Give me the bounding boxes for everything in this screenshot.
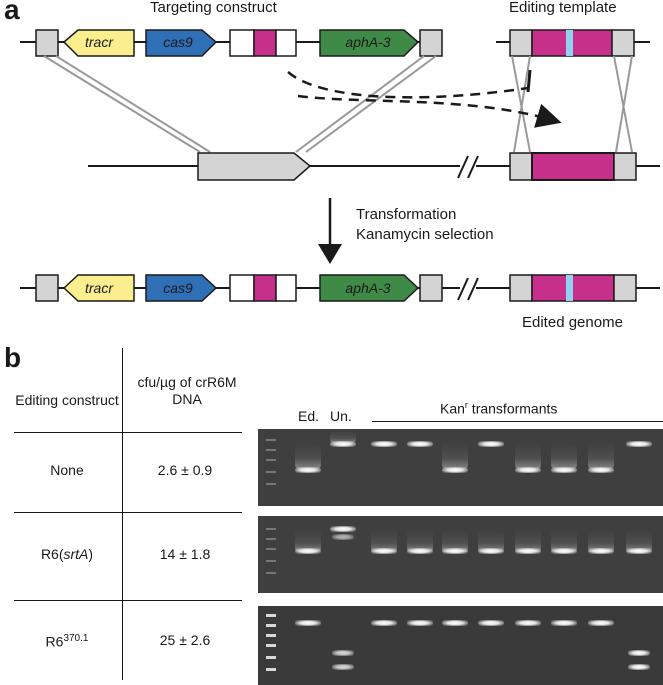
crossover-lines-left bbox=[43, 55, 437, 153]
cas9-text: cas9 bbox=[163, 34, 193, 50]
edited-genome: tracr cas9 aphA-3 bbox=[20, 274, 660, 302]
homology-arm-right bbox=[419, 29, 443, 57]
gel-image-none bbox=[258, 429, 663, 506]
tracr-text-2: tracr bbox=[85, 280, 114, 296]
chromosome bbox=[88, 152, 660, 181]
lane-label-ed: Ed. bbox=[298, 408, 320, 424]
lane-label-un: Un. bbox=[330, 408, 352, 424]
editing-template-label: Editing template bbox=[509, 0, 617, 16]
dashed-inhibition-arc bbox=[287, 71, 529, 99]
table-row-divider-2 bbox=[14, 600, 242, 601]
inhibition-bar bbox=[526, 69, 532, 93]
table-row-r6370-value: 25 ± 2.6 bbox=[159, 632, 211, 648]
editing-template bbox=[496, 29, 650, 57]
targeting-construct: tracr cas9 aphA-3 bbox=[20, 29, 443, 57]
table-header-cfu: cfu/µg of crR6M DNA bbox=[137, 374, 237, 407]
crispr-spacer bbox=[253, 29, 277, 57]
kan-bracket-line bbox=[372, 421, 663, 422]
edit-site-marker bbox=[566, 30, 573, 56]
table-row-r6370-construct: R6370.1 bbox=[45, 633, 89, 650]
table-row-srta-value: 14 ± 1.8 bbox=[159, 546, 211, 562]
homology-arm-left bbox=[35, 29, 59, 57]
table-row-none-value: 2.6 ± 0.9 bbox=[157, 462, 213, 478]
kan-transformants-label: Kanr transformants bbox=[440, 400, 558, 417]
gel-image-r6370 bbox=[258, 606, 663, 685]
cas9-text-2: cas9 bbox=[163, 280, 193, 296]
cas9-gene bbox=[145, 29, 218, 57]
table-vertical-divider bbox=[122, 348, 123, 680]
crossover-lines-right bbox=[511, 55, 633, 153]
panel-a-diagram: tracr cas9 aphA-3 bbox=[20, 29, 660, 302]
target-locus bbox=[197, 152, 312, 181]
tracr-text: tracr bbox=[85, 34, 114, 50]
dashed-arrow-arc bbox=[297, 94, 562, 128]
edited-genome-label: Edited genome bbox=[522, 314, 623, 331]
aphA3-text-2: aphA-3 bbox=[345, 280, 390, 296]
table-row-divider-1 bbox=[14, 512, 242, 513]
table-header-divider bbox=[14, 432, 242, 433]
table-row-srta-construct: R6(srtA) bbox=[40, 546, 94, 562]
table-header-construct: Editing construct bbox=[15, 392, 119, 408]
tracr-gene bbox=[62, 29, 135, 57]
aphA3-gene bbox=[319, 29, 420, 57]
kanamycin-selection-label: Kanamycin selection bbox=[356, 226, 494, 243]
targeting-construct-label: Targeting construct bbox=[150, 0, 277, 16]
panel-b-letter: b bbox=[4, 342, 22, 373]
gel-image-srta bbox=[258, 516, 663, 593]
transformation-label: Transformation bbox=[356, 206, 457, 223]
aphA3-text: aphA-3 bbox=[345, 34, 390, 50]
table-row-none-construct: None bbox=[50, 462, 84, 478]
panel-a-letter: a bbox=[4, 0, 20, 25]
